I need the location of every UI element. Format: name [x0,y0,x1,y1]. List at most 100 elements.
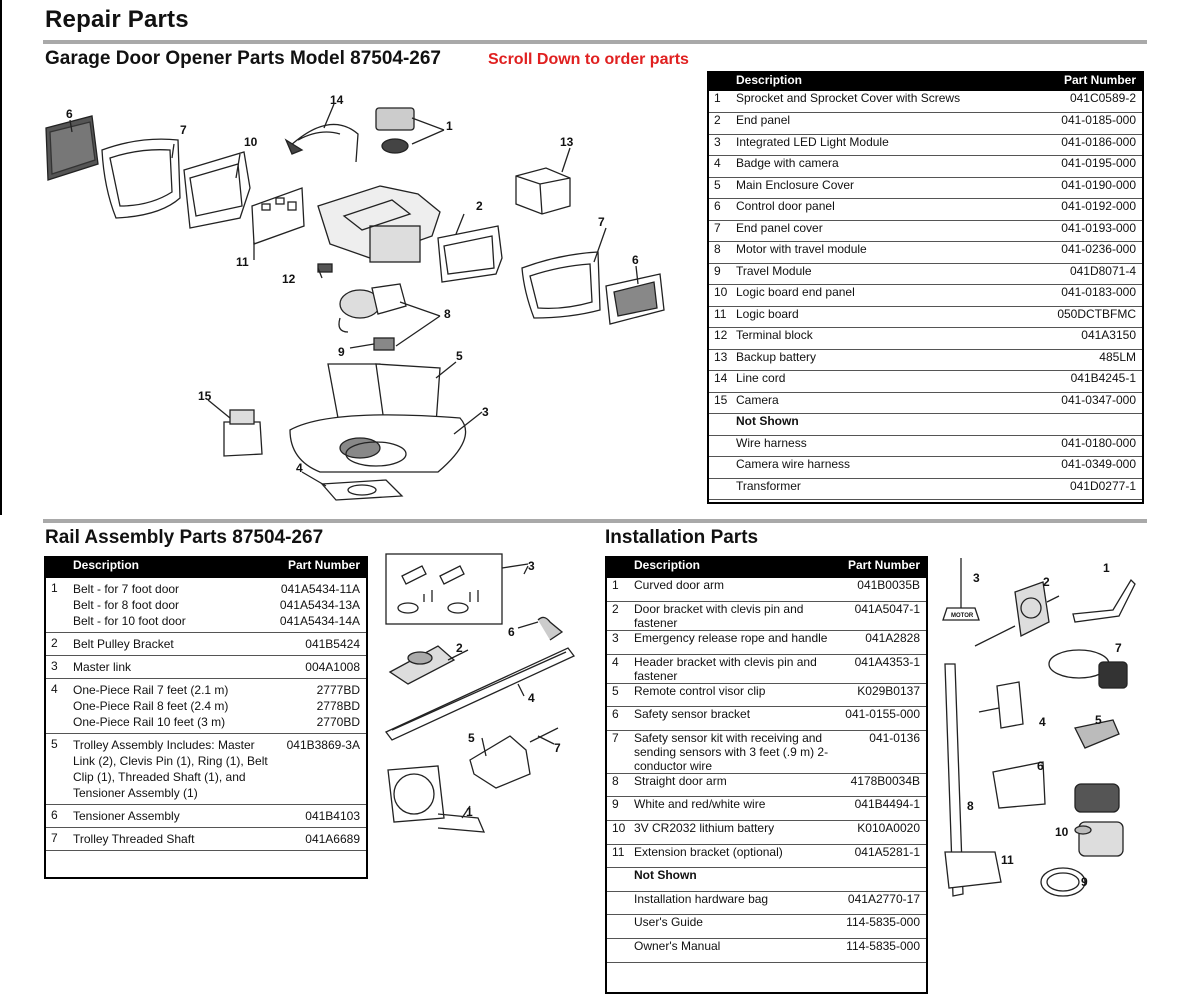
install-callout-3: 3 [973,571,980,585]
item-part-number: 041C0589-2 [1028,91,1142,113]
item-description: Motor with travel module [732,241,1029,264]
opener-table-frame [707,71,1144,504]
rail-exploded-diagram: 3 2 6 4 5 7 1 [384,553,576,833]
item-number: 5 [46,733,69,805]
title-divider [43,40,1147,44]
item-description: Badge with camera [732,155,1029,178]
install-callout-6: 6 [1037,759,1044,773]
handle-label: MOTOR [951,613,974,619]
item-description: White and red/white wire [630,796,842,822]
callout-8: 8 [444,307,451,321]
item-part-number: 050DCTBFMC [1028,306,1142,328]
description-line: One-Piece Rail 8 feet (2.4 m) [73,699,229,713]
item-part-number: 041D8071-4 [1028,263,1142,285]
item-part-number: 041-0349-000 [1028,456,1142,479]
item-description: Terminal block [732,327,1029,350]
item-part-number: 041-0183-000 [1028,284,1142,307]
item-part-number: 041A2770-17 [841,891,926,916]
rail-callout-2: 2 [456,641,463,655]
item-part-number: 041-0195-000 [1028,155,1142,178]
item-part-number: 041B5424 [275,632,366,656]
item-number: 5 [709,177,732,199]
callout-10: 10 [244,135,258,149]
item-part-number: 041A2828 [841,630,926,655]
item-number [709,435,732,457]
install-callout-10: 10 [1055,825,1069,839]
description-line: Belt - for 10 foot door [73,614,186,628]
rail-callout-4: 4 [528,691,535,705]
item-description: Wire harness [732,435,1029,457]
item-description: Line cord [732,370,1029,393]
item-description: Control door panel [732,198,1029,221]
item-description: Straight door arm [630,773,842,798]
item-part-number: 004A1008 [275,655,366,679]
item-number: 6 [607,706,630,731]
description-line: Belt Pulley Bracket [73,637,174,651]
callout-7-right: 7 [598,215,605,229]
item-description: Travel Module [732,263,1029,285]
item-number: 7 [607,730,630,774]
item-part-number: 114-5835-000 [841,914,926,940]
item-part-number: 041A5281-1 [841,844,926,869]
item-description: Trolley Assembly Includes: Master Link (… [69,733,276,805]
item-number: 4 [46,678,69,734]
item-description: User's Guide [630,914,842,940]
item-number [607,938,630,963]
item-description: Belt Pulley Bracket [69,632,276,656]
item-description: Camera wire harness [732,456,1029,479]
not-shown-label: Not Shown [630,867,842,892]
item-number: 2 [46,632,69,656]
item-number: 5 [607,683,630,708]
item-part-number: 485LM [1028,349,1142,371]
item-part-number: 041-0185-000 [1028,112,1142,135]
item-number: 13 [709,349,732,371]
rail-callout-7: 7 [554,741,561,755]
part-number-line: 2770BD [316,715,360,729]
rail-callout-6: 6 [508,625,515,639]
item-number: 1 [46,578,69,633]
item-number [709,456,732,479]
part-number-line: 041A5434-14A [279,614,360,628]
part-number-line: 041A6689 [305,832,360,846]
item-description: Backup battery [732,349,1029,371]
item-part-number: 041-0193-000 [1028,220,1142,242]
header-part-number: Part Number [275,558,366,578]
scroll-note[interactable]: Scroll Down to order parts [488,51,689,68]
item-part-number [841,867,926,892]
description-line: Trolley Assembly Includes: Master Link (… [73,738,268,800]
page-title: Repair Parts [45,6,189,33]
item-description: Integrated LED Light Module [732,134,1029,156]
not-shown-label: Not Shown [732,413,1029,436]
item-part-number [1028,413,1142,436]
item-description: Transformer [732,478,1029,500]
item-part-number: 041A6689 [275,827,366,851]
item-number: 2 [607,601,630,632]
item-description: Owner's Manual [630,938,842,963]
rail-callout-5: 5 [468,731,475,745]
item-number: 7 [709,220,732,242]
item-number: 10 [709,284,732,307]
opener-exploded-diagram: 14 1 6 7 10 13 2 7 11 6 12 8 9 5 15 3 4 [45,93,665,501]
install-callout-7: 7 [1115,641,1122,655]
header-num [709,73,732,91]
part-number-line: 041B5424 [305,637,360,651]
